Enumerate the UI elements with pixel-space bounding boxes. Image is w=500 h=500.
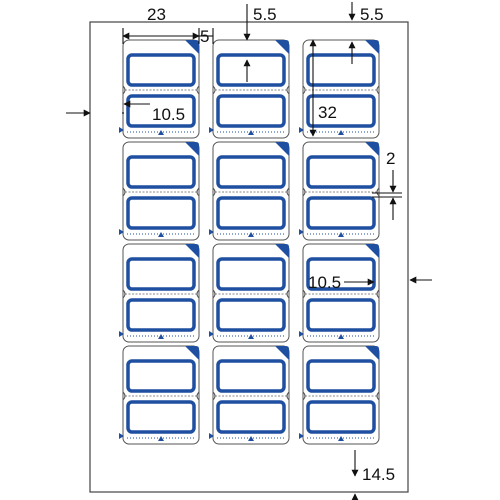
bottom-triangle-marker bbox=[158, 436, 164, 441]
notch-right bbox=[376, 85, 380, 95]
corner-triangle bbox=[365, 244, 379, 258]
label-frame-top bbox=[216, 359, 286, 393]
notch-right bbox=[196, 289, 200, 299]
label-frame-bottom bbox=[216, 298, 286, 332]
label-grid bbox=[119, 39, 380, 445]
notch-left bbox=[212, 391, 216, 401]
notch-left bbox=[302, 289, 306, 299]
corner-triangle bbox=[185, 40, 199, 54]
label-frame-top bbox=[126, 257, 196, 291]
notch-left bbox=[122, 289, 126, 299]
corner-triangle bbox=[275, 142, 289, 156]
notch-left bbox=[302, 391, 306, 401]
notch-right bbox=[376, 187, 380, 197]
dim-row-gap: 2 bbox=[386, 149, 395, 168]
sheet-outline bbox=[89, 21, 409, 493]
label-frame-bottom bbox=[216, 196, 286, 230]
side-arrow-marker bbox=[299, 433, 304, 439]
notch-left bbox=[122, 391, 126, 401]
dim-top-margin-mid: 5.5 bbox=[253, 5, 277, 24]
notch-left bbox=[212, 85, 216, 95]
bottom-triangle-marker bbox=[248, 232, 254, 237]
corner-triangle bbox=[365, 346, 379, 360]
notch-left bbox=[302, 85, 306, 95]
corner-triangle bbox=[275, 244, 289, 258]
side-arrow-marker bbox=[299, 127, 304, 133]
corner-triangle bbox=[185, 244, 199, 258]
dim-inner-offset: 10.5 bbox=[308, 273, 341, 292]
bottom-triangle-marker bbox=[338, 232, 344, 237]
notch-left bbox=[212, 187, 216, 197]
notch-right bbox=[286, 289, 290, 299]
notch-right bbox=[286, 391, 290, 401]
label-frame-bottom bbox=[306, 196, 376, 230]
label-frame-top bbox=[216, 257, 286, 291]
label-frame-top bbox=[306, 155, 376, 189]
bottom-triangle-marker bbox=[158, 334, 164, 339]
corner-triangle bbox=[365, 40, 379, 54]
bottom-triangle-marker bbox=[338, 130, 344, 135]
label-frame-top bbox=[126, 53, 196, 87]
label-frame-bottom bbox=[216, 94, 286, 128]
notch-left bbox=[122, 187, 126, 197]
side-arrow-marker bbox=[119, 433, 124, 439]
bottom-triangle-marker bbox=[248, 130, 254, 135]
dim-label-height: 32 bbox=[318, 103, 337, 122]
bottom-triangle-marker bbox=[158, 232, 164, 237]
notch-left bbox=[122, 85, 126, 95]
label-frame-bottom bbox=[216, 400, 286, 434]
corner-triangle bbox=[275, 346, 289, 360]
side-arrow-marker bbox=[119, 229, 124, 235]
label-frame-bottom bbox=[126, 400, 196, 434]
label-frame-top bbox=[216, 155, 286, 189]
side-arrow-marker bbox=[119, 127, 124, 133]
notch-right bbox=[286, 85, 290, 95]
bottom-triangle-marker bbox=[248, 436, 254, 441]
label-frame-bottom bbox=[306, 298, 376, 332]
label-frame-top bbox=[126, 155, 196, 189]
label-frame-bottom bbox=[126, 196, 196, 230]
notch-right bbox=[286, 187, 290, 197]
label-frame-bottom bbox=[306, 400, 376, 434]
corner-triangle bbox=[275, 40, 289, 54]
corner-triangle bbox=[185, 142, 199, 156]
notch-left bbox=[212, 289, 216, 299]
label-frame-top bbox=[306, 53, 376, 87]
corner-triangle bbox=[185, 346, 199, 360]
dim-top-margin-right: 5.5 bbox=[360, 5, 384, 24]
dim-bottom-margin: 14.5 bbox=[362, 465, 395, 484]
notch-left bbox=[302, 187, 306, 197]
side-arrow-marker bbox=[209, 331, 214, 337]
label-frame-top bbox=[126, 359, 196, 393]
notch-right bbox=[196, 187, 200, 197]
dim-side-margin: 10.5 bbox=[152, 105, 185, 124]
label-frame-top bbox=[216, 53, 286, 87]
bottom-triangle-marker bbox=[338, 334, 344, 339]
label-frame-bottom bbox=[306, 94, 376, 128]
dimension-lines bbox=[66, 2, 432, 500]
side-arrow-marker bbox=[119, 331, 124, 337]
bottom-triangle-marker bbox=[248, 334, 254, 339]
side-arrow-marker bbox=[209, 229, 214, 235]
dim-column-gap: 5 bbox=[200, 27, 209, 46]
side-arrow-marker bbox=[209, 433, 214, 439]
side-arrow-marker bbox=[299, 229, 304, 235]
notch-right bbox=[196, 85, 200, 95]
bottom-triangle-marker bbox=[158, 130, 164, 135]
corner-triangle bbox=[365, 142, 379, 156]
bottom-triangle-marker bbox=[338, 436, 344, 441]
notch-right bbox=[196, 391, 200, 401]
side-arrow-marker bbox=[209, 127, 214, 133]
label-frame-top bbox=[306, 359, 376, 393]
notch-right bbox=[376, 289, 380, 299]
notch-right bbox=[376, 391, 380, 401]
side-arrow-marker bbox=[299, 331, 304, 337]
dim-label-width: 23 bbox=[147, 5, 166, 24]
label-frame-bottom bbox=[126, 298, 196, 332]
